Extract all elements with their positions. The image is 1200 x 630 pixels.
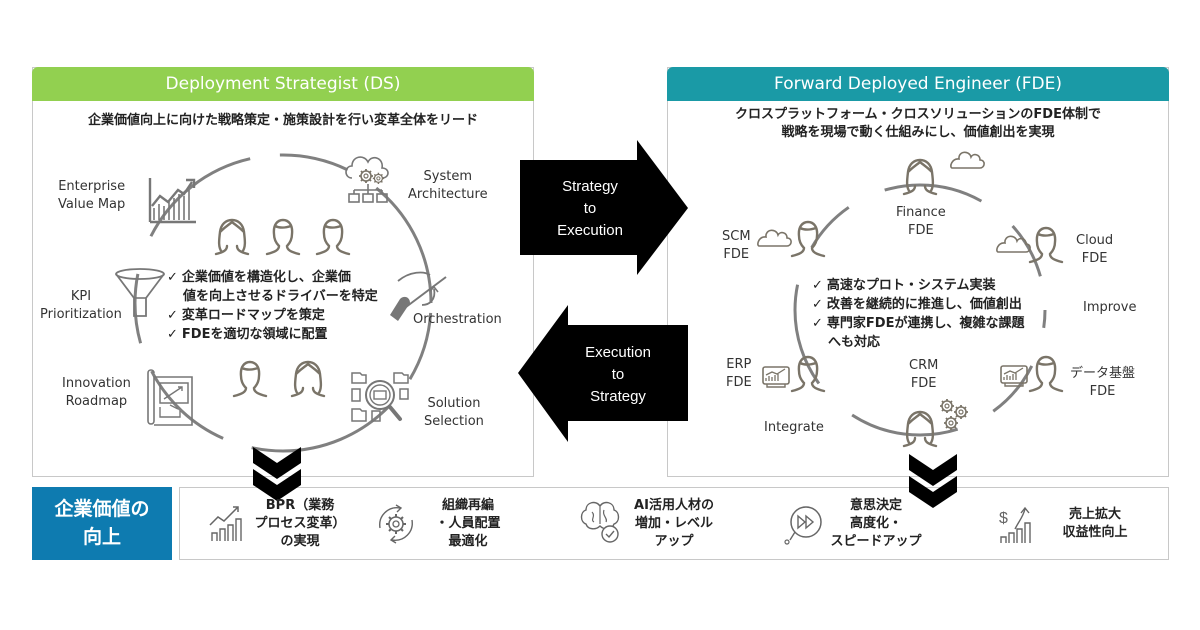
fde-bullet: ✓高速なプロト・システム実装 bbox=[812, 278, 996, 293]
person-icon bbox=[315, 218, 351, 256]
ds-bullet-continuation: 値を向上させるドライバーを特定 bbox=[183, 289, 378, 304]
cloud-icon bbox=[950, 151, 985, 169]
conductor-baton-icon bbox=[390, 271, 447, 321]
fde-bullet: ✓専門家FDEが連携し、複雑な課題 bbox=[812, 316, 1025, 331]
execution-to-strategy-arrow bbox=[518, 305, 688, 442]
roadmap-scroll-icon bbox=[147, 369, 193, 426]
person-icon bbox=[265, 218, 301, 256]
gears-icon bbox=[939, 398, 969, 431]
person-icon bbox=[790, 220, 826, 258]
magnifier-folders-icon bbox=[351, 372, 409, 422]
monitor-chart-icon bbox=[1000, 365, 1028, 387]
person-icon bbox=[232, 360, 268, 398]
outcome-revenue: 売上拡大収益性向上 bbox=[1062, 507, 1128, 540]
down-chevron-icon bbox=[253, 447, 301, 501]
fde-bullet-continuation: へも対応 bbox=[828, 335, 881, 350]
person-icon bbox=[1028, 355, 1064, 393]
ds-bullet-list: ✓企業価値を構造化し、企業価 値を向上させるドライバーを特定 ✓変革ロードマップ… bbox=[167, 268, 378, 344]
outcome-bpr: BPR（業務プロセス変革）の実現 bbox=[254, 498, 346, 549]
person-icon bbox=[790, 355, 826, 393]
enterprise-value-badge: 企業価値の向上 bbox=[32, 487, 172, 560]
outcome-org-restructure: 組織再編・人員配置最適化 bbox=[435, 498, 501, 549]
monitor-chart-icon bbox=[762, 366, 790, 388]
fde-bullet: ✓改善を継続的に推進し、価値創出 bbox=[812, 297, 1022, 312]
down-chevron-icon bbox=[909, 454, 957, 508]
chart-growth-icon bbox=[148, 178, 196, 224]
outcome-decision-making: 意思決定高度化・スピードアップ bbox=[830, 498, 922, 549]
ds-cycle-ring bbox=[133, 153, 433, 453]
person-icon bbox=[214, 218, 250, 256]
cloud-icon bbox=[757, 229, 792, 247]
label-orchestration: Orchestration bbox=[413, 312, 502, 327]
strategy-to-execution-arrow bbox=[520, 140, 688, 275]
fde-bullet-list: ✓高速なプロト・システム実装 ✓改善を継続的に推進し、価値創出 ✓専門家FDEが… bbox=[812, 276, 1024, 352]
outcome-ai-talent: AI活用人材の増加・レベルアップ bbox=[634, 498, 714, 549]
person-icon bbox=[290, 360, 326, 398]
ds-bullet: ✓変革ロードマップを策定 bbox=[167, 308, 325, 323]
label-integrate: Integrate bbox=[764, 420, 824, 435]
ds-bullet: ✓FDEを適切な領域に配置 bbox=[167, 327, 328, 342]
fde-cycle-ring bbox=[793, 183, 1047, 437]
cloud-architecture-icon bbox=[345, 156, 389, 203]
label-improve: Improve bbox=[1083, 300, 1137, 315]
person-icon bbox=[902, 410, 938, 448]
funnel-icon bbox=[115, 268, 165, 317]
person-icon bbox=[902, 158, 938, 196]
ds-bullet: ✓企業価値を構造化し、企業価 bbox=[167, 270, 351, 285]
